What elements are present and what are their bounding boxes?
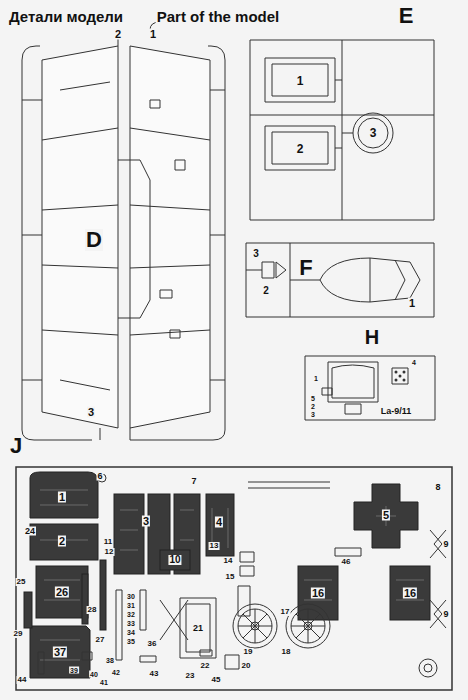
- callout-number: 28: [87, 606, 98, 614]
- callout-number: 18: [281, 648, 292, 656]
- callout-number: 20: [241, 662, 252, 670]
- callout-number: 17: [280, 608, 291, 616]
- callout-number: 1: [313, 375, 319, 382]
- callout-number: 36: [147, 640, 158, 648]
- callout-number: 2: [58, 536, 66, 547]
- callout-number: 44: [17, 676, 28, 684]
- callout-number: 3: [252, 249, 260, 259]
- callout-number: 30: [126, 593, 136, 600]
- sprue-letter: D: [85, 229, 103, 251]
- callout-number: 9: [442, 610, 449, 619]
- callout-number: 1: [408, 298, 416, 309]
- callout-number: 12: [104, 548, 115, 556]
- callout-number: 10: [168, 555, 181, 565]
- callout-number: 41: [99, 679, 109, 686]
- sprue-letter: J: [9, 435, 23, 457]
- callout-number: 8: [434, 483, 441, 492]
- callout-number: 24: [24, 527, 36, 536]
- etched-part: [24, 472, 430, 678]
- callout-number: 3: [87, 407, 95, 418]
- callout-number: 21: [192, 624, 204, 633]
- sprue-e-part: [353, 113, 393, 153]
- callout-number: 3: [142, 516, 150, 527]
- sprue-e: [250, 40, 434, 220]
- callout-number: 14: [223, 557, 234, 565]
- callout-number: 37: [53, 647, 67, 658]
- callout-number: 7: [190, 477, 197, 486]
- callout-number: 23: [185, 672, 196, 680]
- sprue-letter: H: [364, 327, 380, 347]
- callout-number: 1: [58, 492, 66, 503]
- callout-number: 27: [95, 636, 106, 644]
- callout-number: 1: [296, 75, 305, 87]
- callout-number: 16: [403, 588, 417, 599]
- sprue-letter: F: [298, 257, 313, 279]
- title: Детали модели: [8, 9, 124, 24]
- callout-number: 13: [209, 542, 220, 550]
- callout-number: 38: [105, 657, 115, 664]
- sprue-frame: [22, 22, 225, 440]
- callout-number: 31: [126, 602, 136, 609]
- instrument-holes: [395, 371, 406, 382]
- callout-number: 5: [310, 395, 316, 402]
- callout-number: 16: [311, 588, 325, 599]
- callout-number: 3: [310, 411, 316, 418]
- wing-half: [130, 46, 210, 428]
- callout-number: 2: [310, 403, 316, 410]
- etch-detail: [40, 490, 424, 660]
- callout-number: 26: [55, 587, 69, 598]
- subtitle: Part of the model: [156, 9, 281, 24]
- callout-number: 45: [211, 676, 222, 684]
- callout-number: 15: [225, 573, 236, 581]
- callout-number: 19: [243, 648, 254, 656]
- callout-number: 2: [296, 143, 305, 155]
- callout-number: 32: [126, 611, 136, 618]
- callout-number: 35: [126, 638, 136, 645]
- callout-number: 1: [149, 29, 157, 40]
- callout-number: 6: [96, 472, 103, 481]
- callout-number: 33: [126, 620, 136, 627]
- callout-number: 29: [13, 630, 24, 638]
- callout-number: 2: [262, 286, 270, 296]
- fret-j: [16, 467, 452, 690]
- panel-line: [42, 82, 210, 390]
- callout-number: 3: [369, 127, 378, 139]
- callout-number: 43: [149, 670, 160, 678]
- fret-h: [305, 356, 435, 420]
- callout-number: La-9/11: [380, 407, 413, 416]
- etched-outline: [38, 474, 446, 677]
- callout-number: 46: [341, 558, 352, 566]
- callout-number: 39: [69, 667, 79, 674]
- sprue-letter: E: [398, 5, 415, 27]
- callout-number: 34: [126, 629, 136, 636]
- callout-number: 11: [103, 538, 113, 546]
- callout-number: 25: [16, 578, 27, 586]
- sprue-e-part: [358, 118, 388, 148]
- callout-number: 40: [89, 671, 99, 678]
- callout-number: 22: [200, 662, 211, 670]
- callout-number: 4: [411, 359, 417, 366]
- callout-number: 4: [215, 517, 223, 528]
- callout-number: 5: [382, 510, 390, 521]
- callout-number: 42: [111, 669, 121, 676]
- callout-number: 2: [114, 29, 122, 40]
- sprue-f: [246, 243, 434, 317]
- wing-half: [42, 46, 118, 428]
- callout-number: 9: [442, 540, 449, 549]
